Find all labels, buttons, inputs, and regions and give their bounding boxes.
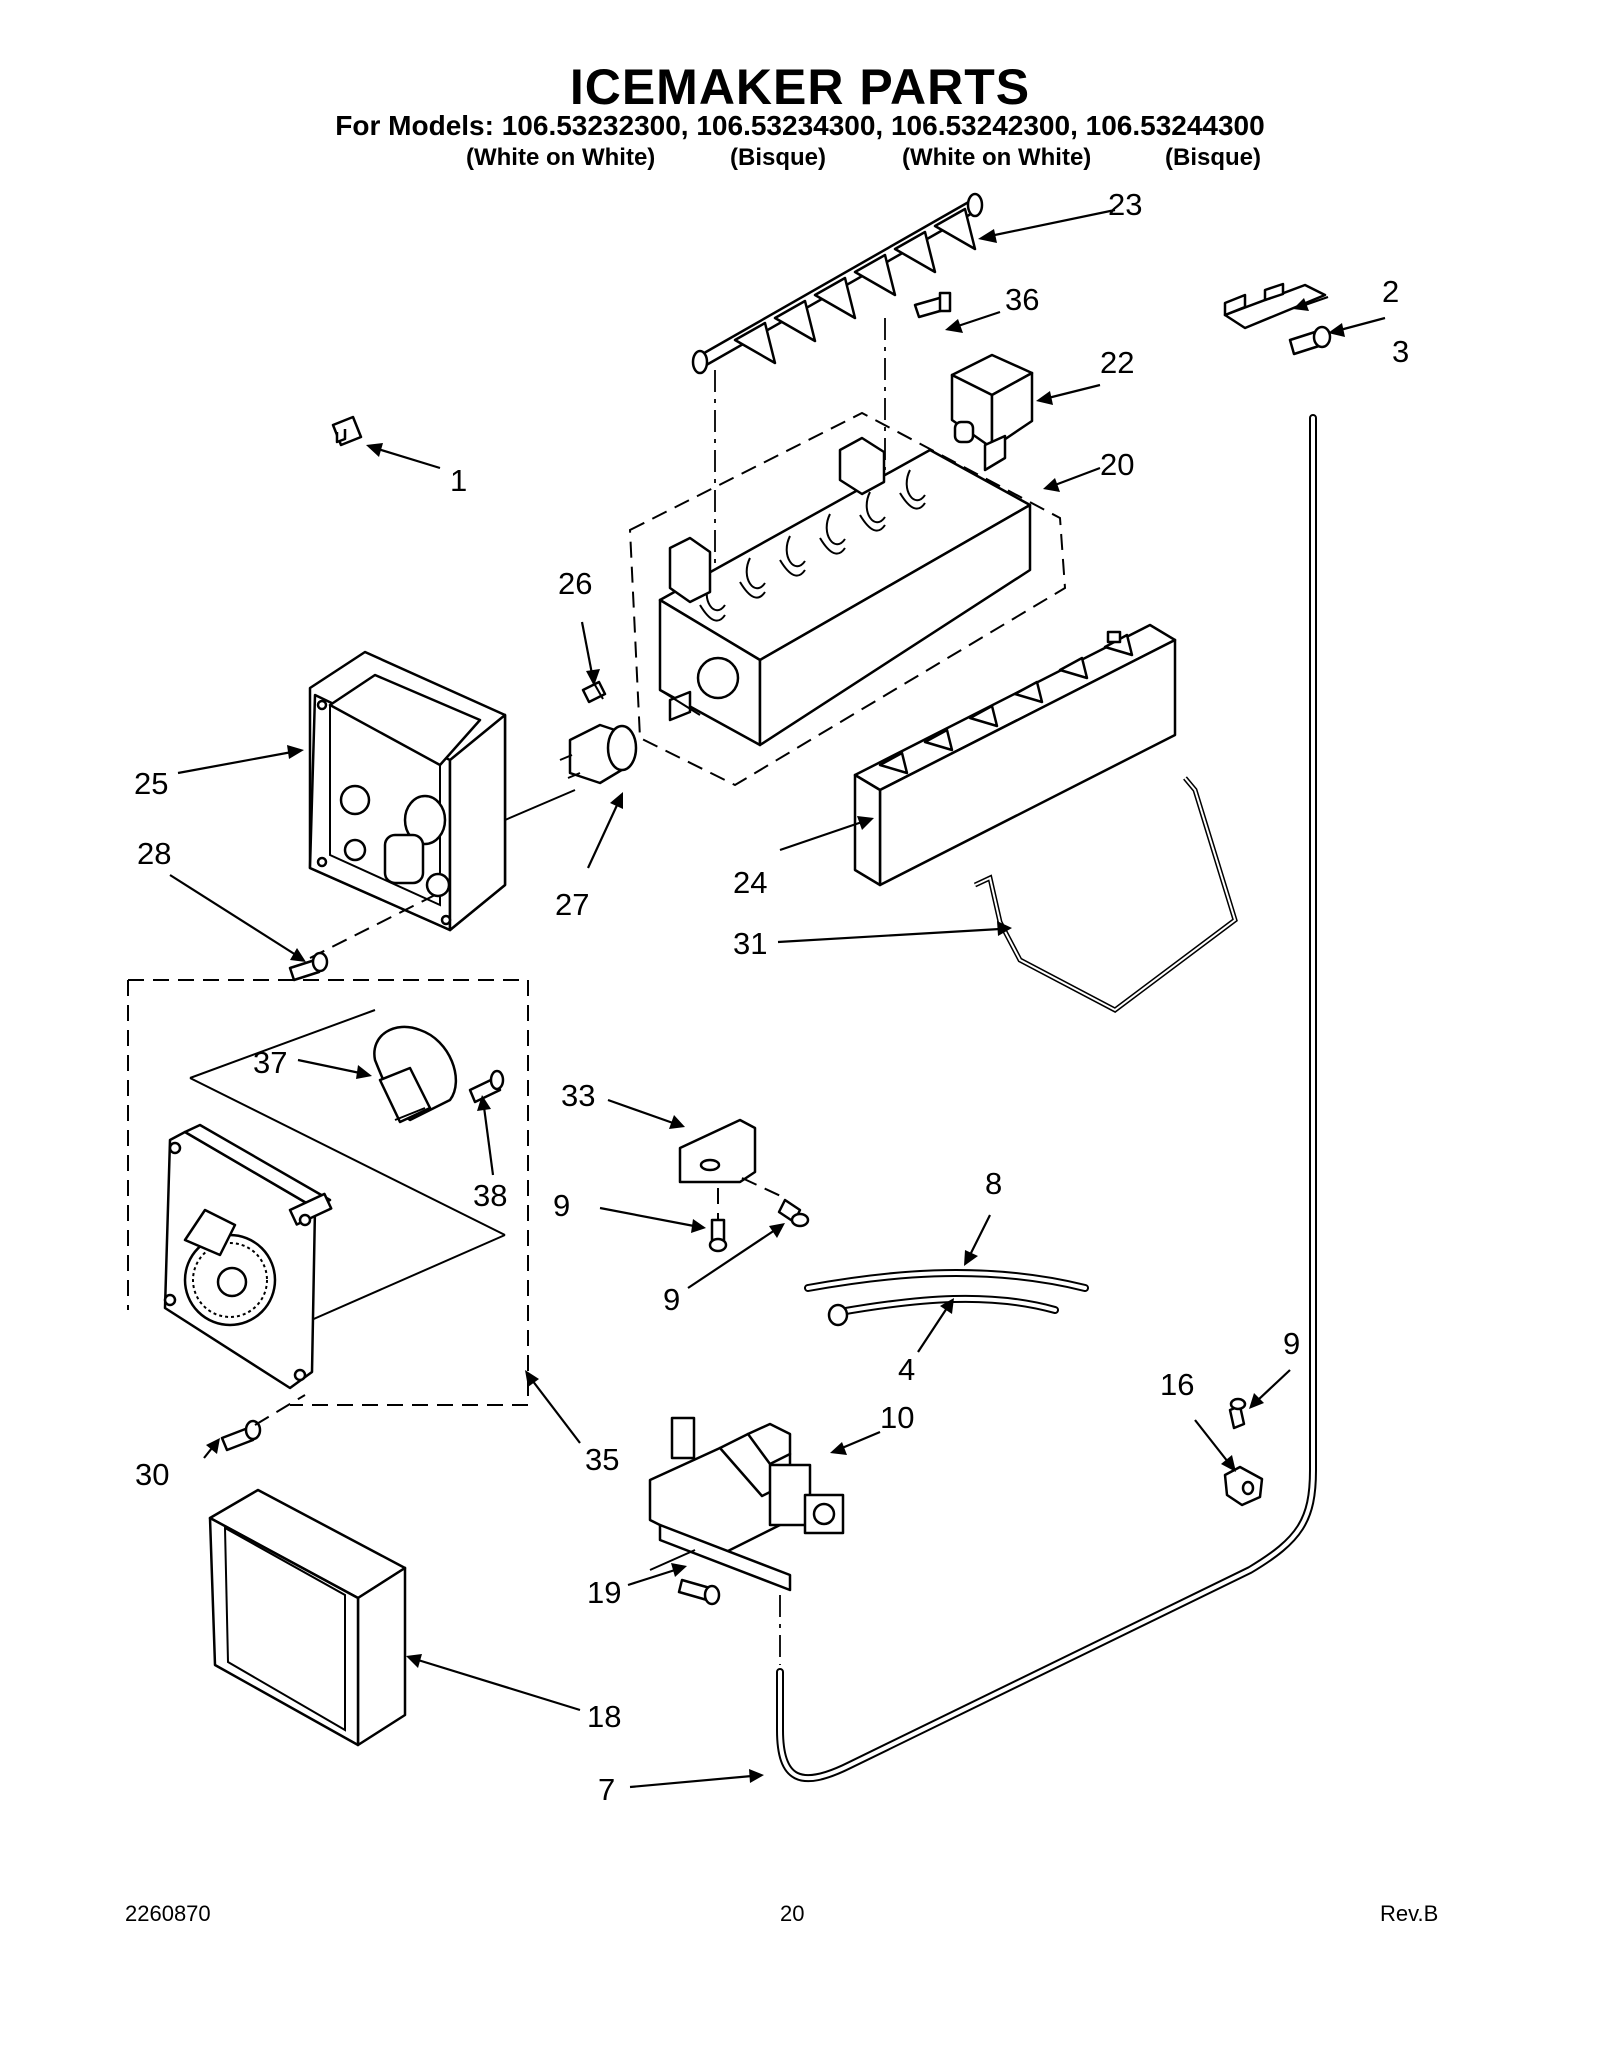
callout-35: 35 <box>585 1442 619 1477</box>
callout-18: 18 <box>587 1699 621 1734</box>
part-37-motor <box>373 1025 458 1124</box>
part-27-thermostat <box>559 723 638 785</box>
callout-9c: 9 <box>1283 1326 1300 1361</box>
callout-2: 2 <box>1382 274 1399 309</box>
callout-23: 23 <box>1108 187 1142 222</box>
part-35-module-plate <box>163 1123 333 1390</box>
part-24-stripper <box>853 623 1177 887</box>
finish-label-3: (White on White) <box>902 144 1092 171</box>
callout-22: 22 <box>1100 345 1134 380</box>
part-33-bracket <box>678 1118 757 1184</box>
part-16-clamp <box>1223 1465 1264 1507</box>
part-1-clip <box>331 415 363 447</box>
part-18-front-cover <box>208 1488 407 1747</box>
finish-label-2: (Bisque) <box>730 144 826 171</box>
callout-9a: 9 <box>553 1188 570 1223</box>
part-22-fill-cup <box>950 353 1034 472</box>
callout-24: 24 <box>733 865 767 900</box>
part-23-ejector <box>691 192 984 375</box>
callout-4: 4 <box>898 1352 915 1387</box>
callout-1: 1 <box>450 463 467 498</box>
callout-10: 10 <box>880 1400 914 1435</box>
finish-label-4: (Bisque) <box>1165 144 1261 171</box>
page-title: ICEMAKER PARTS <box>569 59 1031 115</box>
part-36-screw <box>913 291 952 319</box>
part-19-screw <box>677 1578 721 1606</box>
assembly-20-boundary <box>628 411 1067 787</box>
document-number: 2260870 <box>125 1901 211 1926</box>
part-10-water-valve <box>648 1416 845 1592</box>
callout-16: 16 <box>1160 1367 1194 1402</box>
callout-27: 27 <box>555 887 589 922</box>
part-9-screw-a <box>708 1218 728 1253</box>
part-3-screw <box>1288 325 1332 356</box>
part-28-screw <box>288 951 329 982</box>
callout-33: 33 <box>561 1078 595 1113</box>
callout-31: 31 <box>733 926 767 961</box>
part-8-tube <box>804 1268 1089 1292</box>
assembly-35-boundary <box>127 979 529 1406</box>
part-4-tube <box>827 1294 1059 1327</box>
part-9-screw-c <box>1228 1397 1247 1430</box>
callout-25: 25 <box>134 766 168 801</box>
callout-7: 7 <box>598 1772 615 1807</box>
callout-37: 37 <box>253 1045 287 1080</box>
callout-36: 36 <box>1005 282 1039 317</box>
part-2-bracket <box>1223 282 1327 330</box>
part-25-housing <box>308 650 507 932</box>
callout-30: 30 <box>135 1457 169 1492</box>
finish-label-1: (White on White) <box>466 144 656 171</box>
leader-lines <box>169 208 1386 1789</box>
part-9-screw-b <box>777 1198 810 1228</box>
callout-labels: 23 36 2 3 22 20 1 26 25 28 27 24 31 37 3… <box>134 187 1409 1807</box>
part-7-fill-tube <box>776 414 1317 1783</box>
callout-8: 8 <box>985 1166 1002 1201</box>
callout-38: 38 <box>473 1178 507 1213</box>
callout-3: 3 <box>1392 334 1409 369</box>
page-number: 20 <box>780 1901 805 1926</box>
callout-20: 20 <box>1100 447 1134 482</box>
revision-label: Rev.B <box>1380 1901 1439 1926</box>
part-20-ice-mold <box>658 436 1032 747</box>
callout-19: 19 <box>587 1575 621 1610</box>
part-30-screw <box>220 1419 262 1452</box>
callout-26: 26 <box>558 566 592 601</box>
part-38-screw <box>468 1069 505 1104</box>
callout-9b: 9 <box>663 1282 680 1317</box>
models-line: For Models: 106.53232300, 106.53234300, … <box>335 110 1265 141</box>
callout-28: 28 <box>137 836 171 871</box>
